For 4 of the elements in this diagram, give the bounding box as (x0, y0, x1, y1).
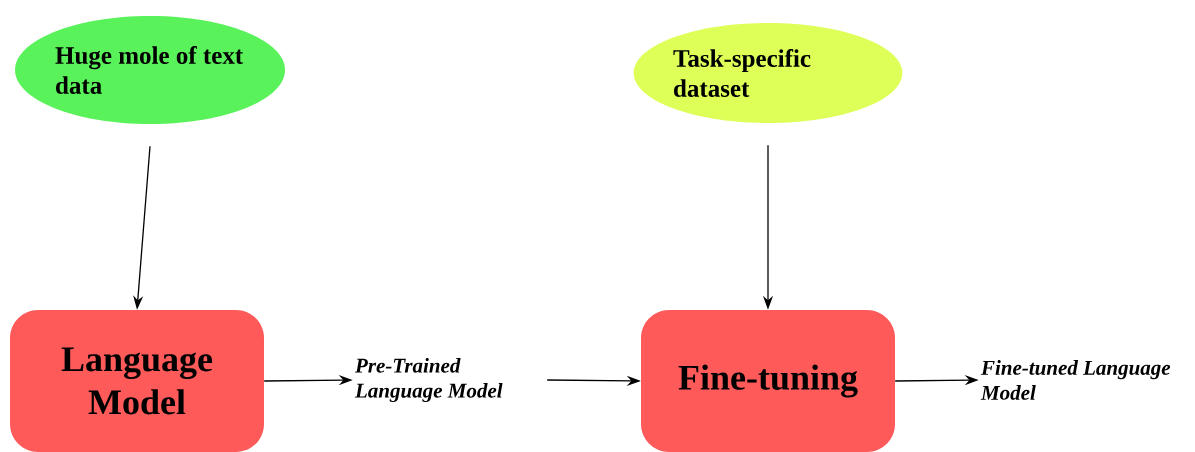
process-box: Language Model (10, 310, 264, 452)
process-box: Fine-tuning (641, 310, 895, 452)
output-label: Pre-Trained Language Model (354, 357, 503, 402)
output-label: Fine-tuned Language Model (980, 360, 1171, 400)
